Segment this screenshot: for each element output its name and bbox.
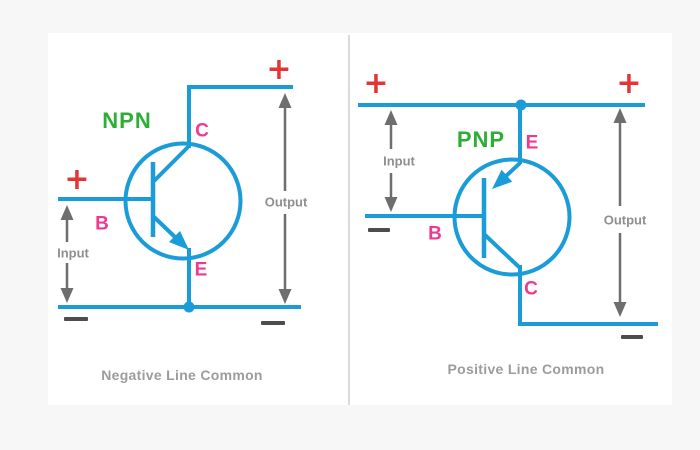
npn-emitter-diagonal [151,214,178,240]
npn-plus-top-label: + [266,52,292,87]
npn-base-label: B [95,213,109,235]
pnp-base-label: B [428,223,442,245]
pnp-output-arrow-up-icon [613,108,627,123]
npn-minus-input-icon [64,317,88,321]
npn-junction-dot [183,301,195,313]
pnp-output-arrow-down-icon [613,302,627,317]
pnp-type-label: PNP [456,127,506,152]
pnp-collector-label: C [524,278,538,300]
npn-input-label: Input [57,245,89,261]
pnp-emitter-arrowhead [492,169,513,189]
npn-minus-output-icon [261,321,285,325]
npn-plus-input-label: + [64,162,90,197]
panel-divider [348,35,350,405]
npn-annotations [60,93,292,325]
npn-output-label: Output [264,194,308,210]
npn-output-arrow-down-icon [278,289,292,304]
npn-emitter-arrowhead [169,231,189,250]
pnp-emitter-diagonal [503,161,522,179]
npn-output-arrow-up-icon [278,93,292,108]
pnp-input-arrow-up-icon [384,110,398,125]
npn-input-arrow-down-icon [60,288,74,303]
pnp-plus-input-label: + [363,66,389,101]
pnp-minus-input-icon [368,228,390,232]
pnp-caption: Positive Line Common [447,361,605,377]
pnp-annotations [368,108,643,339]
npn-circuit [58,85,301,313]
pnp-collector-diagonal [483,233,521,269]
npn-collector-diagonal [152,145,190,183]
pnp-input-label: Input [383,153,415,169]
pnp-input-arrow-down-icon [384,197,398,212]
pnp-minus-output-icon [621,335,643,339]
pnp-emitter-label: E [525,132,539,154]
npn-emitter-label: E [194,259,208,281]
pnp-circuit [358,99,658,326]
npn-collector-label: C [195,120,209,142]
pnp-output-label: Output [603,212,647,228]
npn-input-arrow-up-icon [60,205,74,220]
npn-caption: Negative Line Common [101,367,263,383]
npn-type-label: NPN [102,108,152,133]
pnp-plus-output-label: + [616,66,642,101]
